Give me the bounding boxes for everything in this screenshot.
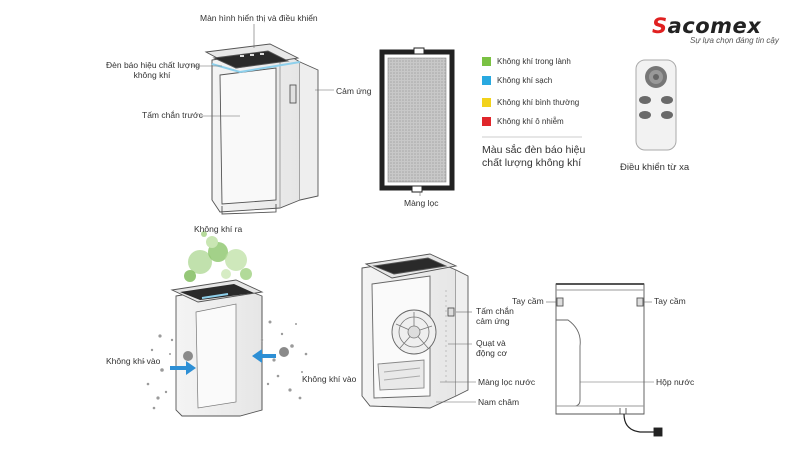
legend-label-polluted: Không khí ô nhiễm (497, 117, 564, 126)
legend-item-clean: Không khí sạch (482, 76, 552, 85)
legend-caption: Màu sắc đèn báo hiệu chất lượng không kh… (482, 144, 585, 170)
legend-label-normal: Không khí bình thường (497, 98, 580, 107)
label-filter: Màng lọc (404, 198, 439, 208)
label-water-filter: Màng lọc nước (478, 377, 536, 387)
swatch-red (482, 117, 491, 126)
label-handle-right: Tay cầm (654, 296, 686, 306)
leader-lines-side (546, 301, 654, 383)
logo-first-letter: S (652, 14, 668, 38)
label-fan-line2: động cơ (476, 348, 508, 358)
label-display-control: Màn hình hiển thị và điều khiển (200, 13, 318, 23)
legend-label-fresh: Không khí trong lành (497, 57, 571, 66)
clean-air-cloud (184, 231, 252, 282)
label-touch-shield-line2: cảm ứng (476, 316, 510, 326)
label-fan-motor: Quạt và động cơ (476, 338, 507, 358)
dust-particles (143, 320, 308, 410)
label-front-cover: Tấm chắn trước (142, 110, 203, 120)
label-air-quality-indicator: Đèn báo hiệu chất lượng không khí (106, 60, 200, 80)
label-water-tank: Hộp nước (656, 377, 695, 387)
label-air-in-right: Không khí vào (302, 374, 357, 384)
purifier-internal-view (361, 253, 469, 409)
swatch-green (482, 57, 491, 66)
filter-illustration (379, 47, 455, 196)
legend-item-polluted: Không khí ô nhiễm (482, 117, 564, 126)
label-air-out: Không khí ra (194, 224, 243, 234)
label-air-in-left: Không khí vào (106, 356, 161, 366)
legend-label-clean: Không khí sạch (497, 76, 553, 85)
legend-caption-line1: Màu sắc đèn báo hiệu (482, 144, 586, 156)
label-remote: Điều khiển từ xa (620, 162, 690, 173)
purifier-front-view (204, 43, 319, 215)
remote-illustration (635, 59, 677, 151)
brand-tagline: Sự lựa chọn đáng tin cậy (690, 36, 779, 45)
legend-item-fresh: Không khí trong lành (482, 57, 571, 66)
label-air-quality-indicator-line2: không khí (133, 70, 171, 80)
label-magnet: Nam châm (478, 397, 520, 407)
leader-lines-internal (436, 311, 476, 403)
label-touch: Cảm ứng (336, 86, 372, 96)
label-touch-shield: Tấm chắn cảm ứng (476, 306, 514, 326)
legend-caption-line2: chất lượng không khí (482, 157, 582, 169)
swatch-blue (482, 76, 491, 85)
swatch-yellow (482, 98, 491, 107)
leader-lines-front (192, 24, 334, 117)
brand-logo: Sacomex Sự lựa chọn đáng tin cậy (652, 14, 779, 45)
label-fan-line1: Quạt và (476, 338, 506, 348)
legend-item-normal: Không khí bình thường (482, 98, 579, 107)
logo-wordmark: acomex (667, 14, 762, 38)
label-air-quality-indicator-line1: Đèn báo hiệu chất lượng (106, 60, 200, 70)
purifier-side-view (555, 283, 663, 437)
purifier-airflow-view (143, 231, 308, 417)
label-handle-left: Tay cầm (512, 296, 544, 306)
label-touch-shield-line1: Tấm chắn (476, 306, 514, 316)
